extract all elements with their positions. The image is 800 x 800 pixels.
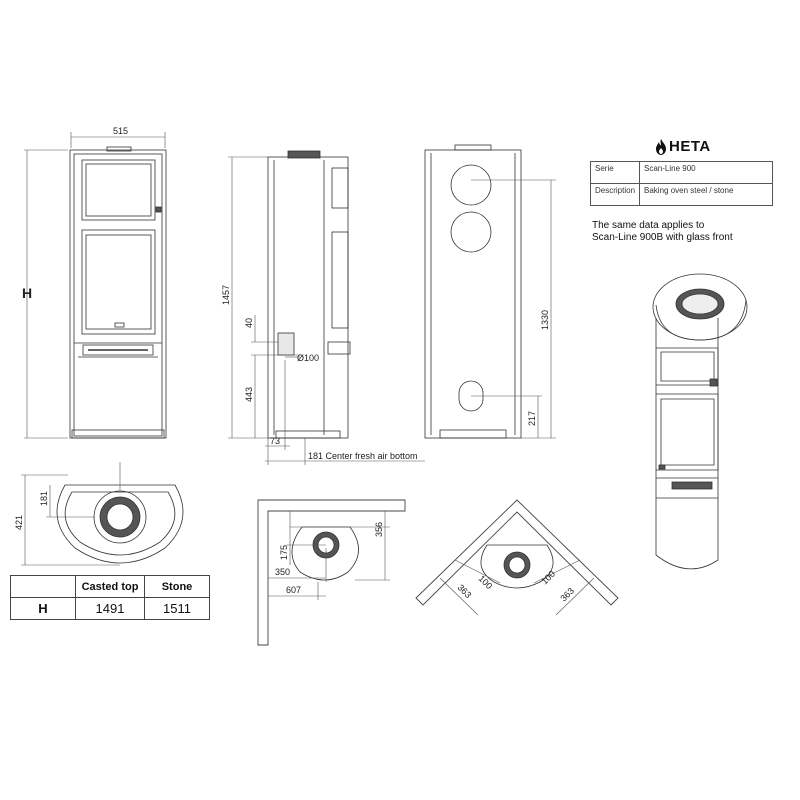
height-table-row-label: H	[10, 597, 76, 620]
side-inlet-height: 443	[244, 387, 254, 402]
info-key: Description	[589, 183, 641, 206]
front-view: 515 H	[22, 126, 167, 439]
side-offset-40: 40	[244, 318, 254, 328]
wall-356: 356	[374, 522, 384, 537]
flame-icon	[656, 138, 666, 155]
brand-name: HETA	[669, 138, 711, 155]
height-table-header: Casted top Stone	[10, 575, 210, 598]
front-width-label: 515	[113, 126, 128, 136]
perspective-view	[652, 273, 748, 570]
wall-175: 175	[279, 545, 289, 560]
side-depth-73: 73	[270, 436, 280, 446]
info-value: Baking oven steel / stone	[639, 183, 773, 206]
corner-363-right: 363	[558, 586, 576, 604]
top-center-label: 181	[39, 491, 49, 506]
wall-350: 350	[275, 567, 290, 577]
front-height-label: H	[22, 285, 32, 301]
corner-100-left: 100	[477, 573, 495, 591]
side-fresh-air: 181 Center fresh air bottom	[308, 451, 418, 461]
corner-363-left: 363	[456, 582, 474, 600]
corner-view: 100 100 363 363	[415, 499, 619, 616]
side-diameter: Ø100	[297, 353, 319, 363]
wall-607: 607	[286, 585, 301, 595]
note-line-1: The same data applies to	[592, 220, 705, 231]
top-view: 181 421	[14, 462, 184, 566]
note-line-2: Scan-Line 900B with glass front	[592, 232, 733, 243]
info-value: Scan-Line 900	[639, 161, 773, 184]
brand-logo: HETA	[655, 138, 711, 155]
height-value-casted: 1491	[75, 597, 145, 620]
side-view: 1457 443 40 Ø100 73 181 Center fresh air…	[221, 150, 425, 465]
applies-note: The same data applies to Scan-Line 900B …	[592, 220, 733, 244]
back-inlet-height: 217	[527, 411, 537, 426]
corner-100-right: 100	[539, 569, 557, 587]
info-table: Serie Scan-Line 900 Description Baking o…	[589, 161, 773, 206]
height-table: Casted top Stone H 1491 1511	[10, 575, 210, 620]
info-row-serie: Serie Scan-Line 900	[589, 161, 773, 184]
side-total-height: 1457	[221, 285, 231, 305]
flue-outlet-top	[450, 164, 492, 206]
info-key: Serie	[589, 161, 641, 184]
height-table-header-casted: Casted top	[75, 575, 145, 598]
height-table-row: H 1491 1511	[10, 597, 210, 620]
back-view: 1330 217	[424, 144, 556, 439]
back-outlet-height: 1330	[540, 310, 550, 330]
height-value-stone: 1511	[144, 597, 210, 620]
height-table-corner	[10, 575, 76, 598]
height-table-header-stone: Stone	[144, 575, 210, 598]
wall-view: 356 175 350 607	[257, 499, 406, 646]
top-depth-label: 421	[14, 515, 24, 530]
flue-outlet-rear	[450, 211, 492, 253]
info-row-description: Description Baking oven steel / stone	[589, 183, 773, 206]
